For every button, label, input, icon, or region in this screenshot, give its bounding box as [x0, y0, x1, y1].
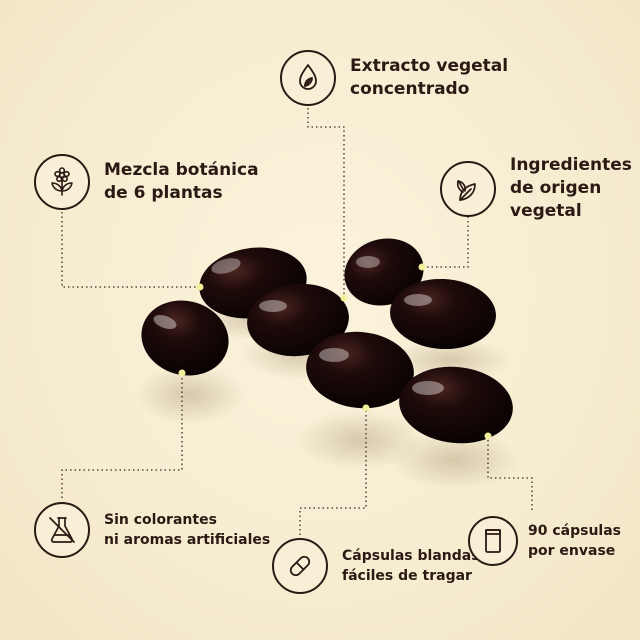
feature-label: 90 cápsulas por envase — [528, 523, 622, 559]
feature-extract: Extracto vegetal concentrado — [280, 50, 508, 106]
feature-label: Extracto vegetal concentrado — [350, 56, 509, 99]
feature-no-additives: Sin colorantes ni aromas artificiales — [34, 502, 270, 558]
container-icon — [468, 516, 518, 566]
flower-icon — [34, 154, 90, 210]
capsule — [141, 300, 229, 376]
capsule-icon — [272, 538, 328, 594]
capsule — [247, 283, 349, 357]
leaves-icon — [440, 160, 496, 217]
feature-blend: Mezcla botánica de 6 plantas — [34, 154, 259, 210]
feature-label: Cápsulas blandas fáciles de tragar — [342, 548, 480, 584]
feature-count: 90 cápsulas por envase — [468, 516, 621, 566]
capsule — [344, 238, 424, 306]
feature-origin: Ingredientes de origen vegetal — [440, 154, 632, 223]
crossed-flask-icon — [34, 502, 90, 558]
oil-drop-leaf-icon — [280, 50, 336, 106]
feature-label: Mezcla botánica de 6 plantas — [104, 160, 259, 203]
capsule — [390, 278, 496, 350]
connector-dots — [178, 263, 492, 440]
feature-softgel: Cápsulas blandas fáciles de tragar — [272, 538, 480, 594]
feature-label: Sin colorantes ni aromas artificiales — [104, 512, 271, 548]
capsule — [399, 366, 513, 444]
capsule — [306, 331, 414, 409]
feature-label: Ingredientes de origen vegetal — [510, 155, 632, 221]
connector-lines — [61, 108, 533, 535]
